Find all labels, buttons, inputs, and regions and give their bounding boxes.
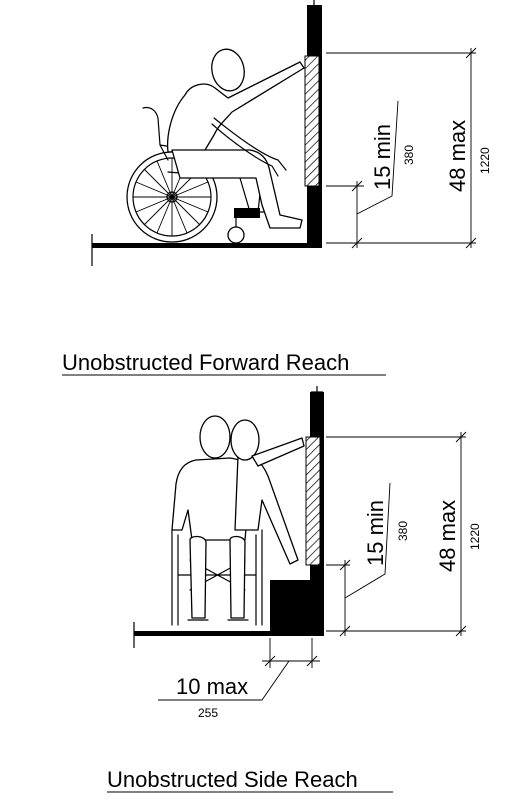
side-caption: Unobstructed Side Reach bbox=[107, 767, 358, 792]
forward-caption: Unobstructed Forward Reach bbox=[62, 350, 349, 375]
forward-floor bbox=[91, 234, 322, 266]
side-obstruction bbox=[270, 580, 312, 632]
side-wall bbox=[305, 386, 324, 634]
side-offset-label: 10 max bbox=[176, 674, 248, 699]
side-wheelchair-user bbox=[171, 415, 305, 626]
forward-min-label: 15 min bbox=[370, 124, 395, 190]
forward-max-metric: 1220 bbox=[478, 147, 492, 174]
side-dimension-lines bbox=[158, 431, 467, 701]
side-floor bbox=[133, 622, 324, 648]
side-min-metric: 380 bbox=[396, 521, 410, 541]
forward-max-label: 48 max bbox=[445, 120, 470, 192]
forward-dimension-lines bbox=[326, 47, 477, 249]
side-max-metric: 1220 bbox=[468, 523, 482, 550]
forward-wheelchair-user bbox=[126, 48, 305, 244]
forward-reach-figure: 15 min 380 48 max 1220 Unobstructed Forw… bbox=[62, 0, 492, 376]
forward-wall bbox=[304, 0, 322, 246]
side-offset-metric: 255 bbox=[198, 706, 218, 720]
side-max-label: 48 max bbox=[435, 500, 460, 572]
forward-min-metric: 380 bbox=[402, 145, 416, 165]
side-min-label: 15 min bbox=[363, 500, 388, 566]
side-reach-figure: 15 min 380 48 max 1220 10 max 255 Unobst… bbox=[107, 386, 482, 793]
